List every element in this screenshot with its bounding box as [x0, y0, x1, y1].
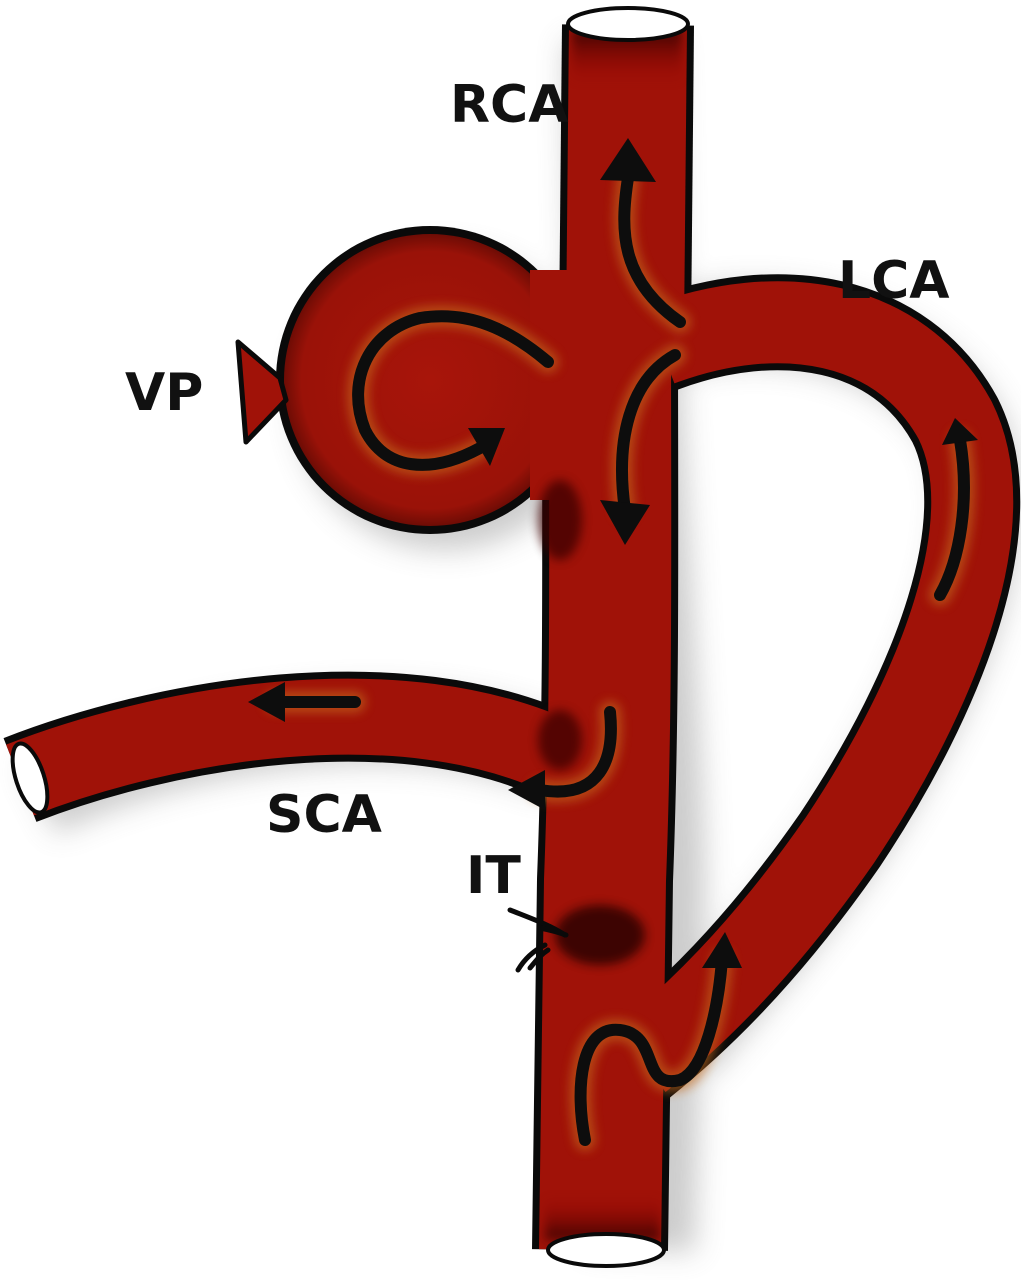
flow-arrow-trunk-down [616, 349, 681, 516]
flow-arrow-aorta-up [574, 954, 728, 1146]
arrowhead-sac-swirl [468, 428, 505, 466]
rca-vessel-end [566, 6, 690, 42]
aneurysm-sac [284, 234, 576, 526]
arrowhead-rca [600, 138, 656, 182]
arrowhead-trunk-down [600, 500, 650, 545]
vascular-plug-icon [235, 339, 289, 445]
label-lca: LCA [838, 251, 950, 311]
vessel-shadows [23, 38, 1021, 1252]
flow-arrow-sac-swirl [352, 310, 554, 471]
label-it: IT [466, 846, 521, 906]
flow-arrow-lca [934, 434, 970, 601]
label-rca: RCA [450, 75, 568, 135]
flow-arrows [248, 138, 978, 1151]
arrowhead-trunk-to-sca [508, 770, 545, 810]
label-vp: VP [125, 363, 203, 423]
sca-vessel-end [10, 741, 50, 815]
arrowhead-aorta-up [702, 932, 742, 968]
ligation-tie-icon [507, 907, 569, 973]
vessel-fill [6, 24, 1014, 1251]
flow-arrow-trunk-to-sca [534, 706, 617, 798]
aorta-vessel-end [546, 1232, 666, 1268]
label-sca: SCA [266, 785, 382, 845]
arrowhead-sca [248, 682, 285, 722]
arrowhead-lca [942, 418, 978, 445]
vessel-outline [3, 24, 1021, 1251]
flow-arrow-rca [618, 172, 686, 328]
